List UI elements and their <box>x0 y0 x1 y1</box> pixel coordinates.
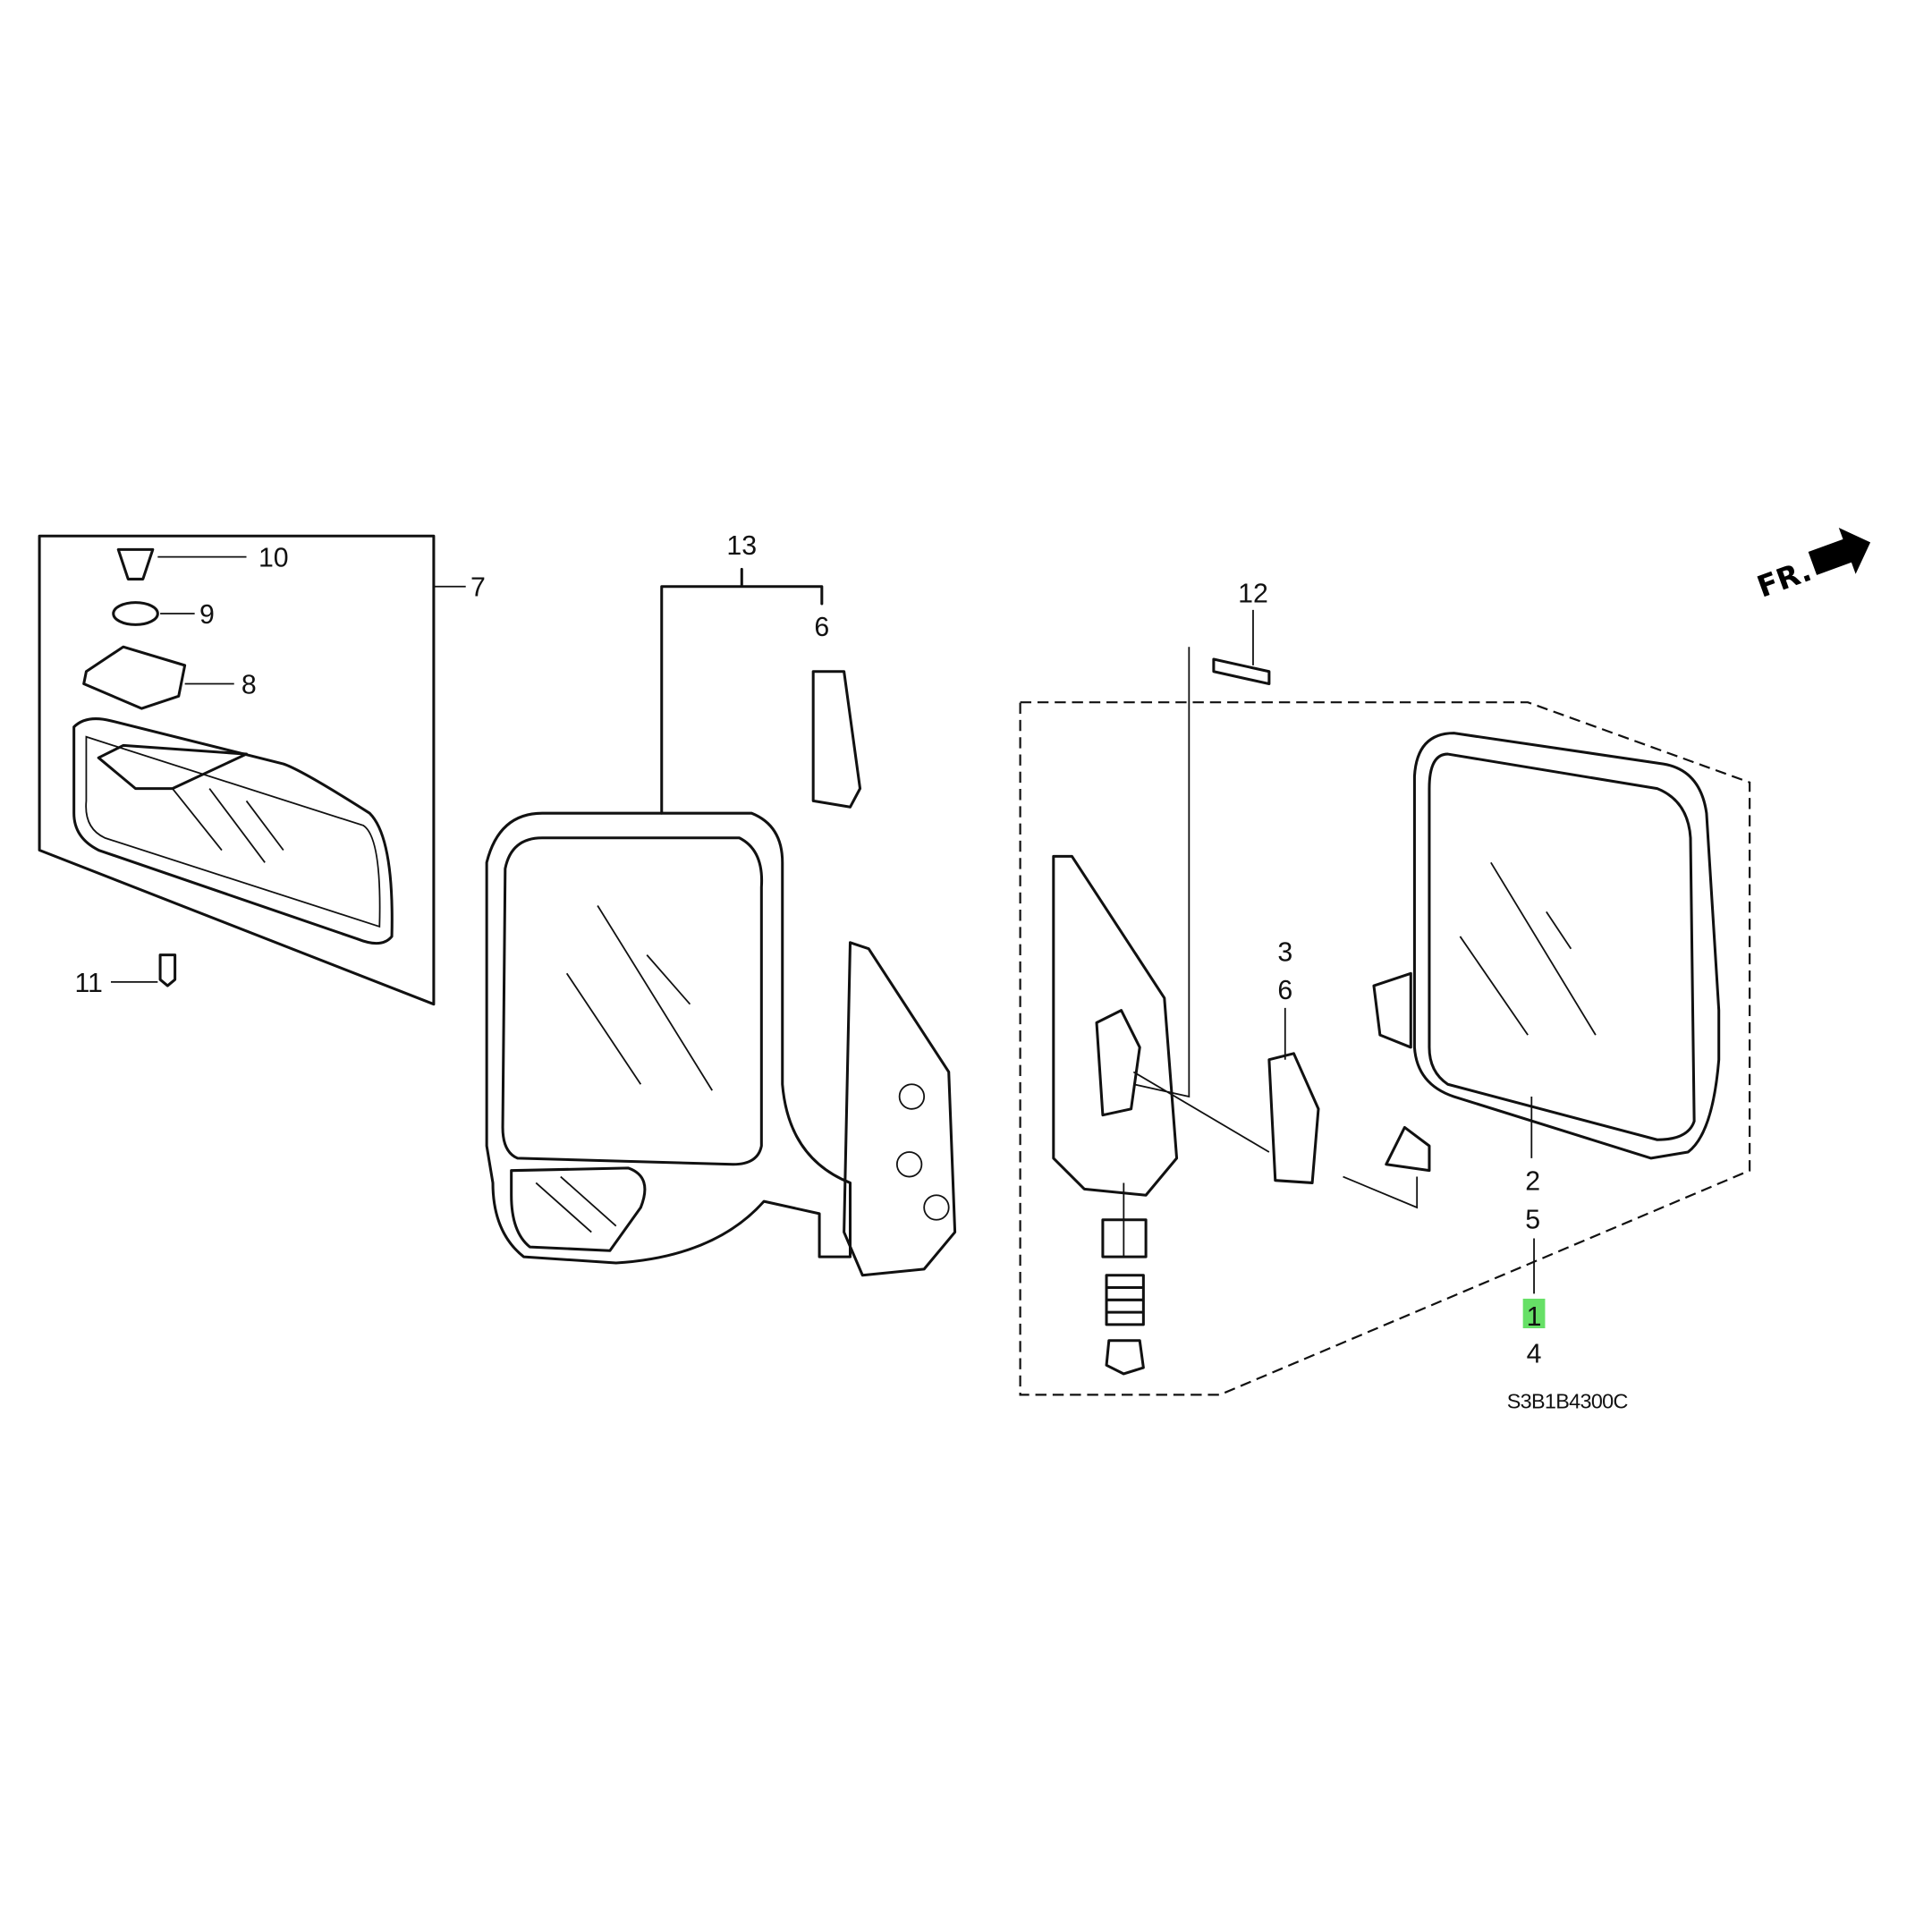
callout-1[interactable]: 1 <box>1527 1302 1542 1332</box>
cover-3-6 <box>1267 1052 1320 1184</box>
washer-9 <box>112 601 159 626</box>
callout-2[interactable]: 2 <box>1525 1167 1540 1197</box>
mirror-base <box>843 941 957 1277</box>
callout-8[interactable]: 8 <box>242 671 257 700</box>
bushing <box>1101 1218 1148 1258</box>
mount-base-8 <box>82 645 187 710</box>
mirror-glass <box>501 836 764 1166</box>
rearview-mirror-group <box>38 534 466 1006</box>
callout-4[interactable]: 4 <box>1527 1340 1542 1369</box>
group-1-frame <box>1019 701 1751 1396</box>
mirror-base-right <box>1052 854 1179 1197</box>
callout-9[interactable]: 9 <box>199 600 215 630</box>
sub-mirror <box>510 1166 647 1252</box>
rearview-mirror <box>72 717 394 945</box>
cover-6 <box>811 670 862 809</box>
nut <box>1105 1339 1145 1376</box>
callout-6[interactable]: 6 <box>1277 976 1292 1005</box>
group-7-frame <box>38 534 436 1006</box>
callout-6-top[interactable]: 6 <box>814 613 829 642</box>
diagram-code: S3B1B4300C <box>1507 1390 1629 1413</box>
mirror-stay <box>97 743 249 791</box>
direction-label: FR. <box>1752 553 1816 605</box>
mirror-glass-right <box>1428 752 1696 1141</box>
door-mirror-assembly-right <box>1019 609 1751 1396</box>
callout-11[interactable]: 11 <box>74 969 102 998</box>
bolt-12 <box>1212 657 1271 686</box>
callout-5[interactable]: 5 <box>1525 1205 1540 1234</box>
arrow-right-icon <box>1808 527 1871 575</box>
callout-10[interactable]: 10 <box>258 544 289 573</box>
front-direction-indicator: FR. <box>1752 527 1871 605</box>
cap <box>1385 1125 1431 1173</box>
callout-1-highlight <box>1522 1298 1546 1328</box>
spring <box>1105 1274 1145 1326</box>
callout-12[interactable]: 12 <box>1238 580 1268 609</box>
callout-7[interactable]: 7 <box>470 573 486 603</box>
door-mirror-assembly-left <box>485 567 957 1277</box>
screw-11 <box>158 953 177 987</box>
mirror-housing <box>485 811 852 1265</box>
callout-3[interactable]: 3 <box>1277 937 1292 967</box>
mirror-housing-right <box>1412 732 1721 1160</box>
callout-13[interactable]: 13 <box>726 531 757 561</box>
screw-10 <box>116 547 155 580</box>
